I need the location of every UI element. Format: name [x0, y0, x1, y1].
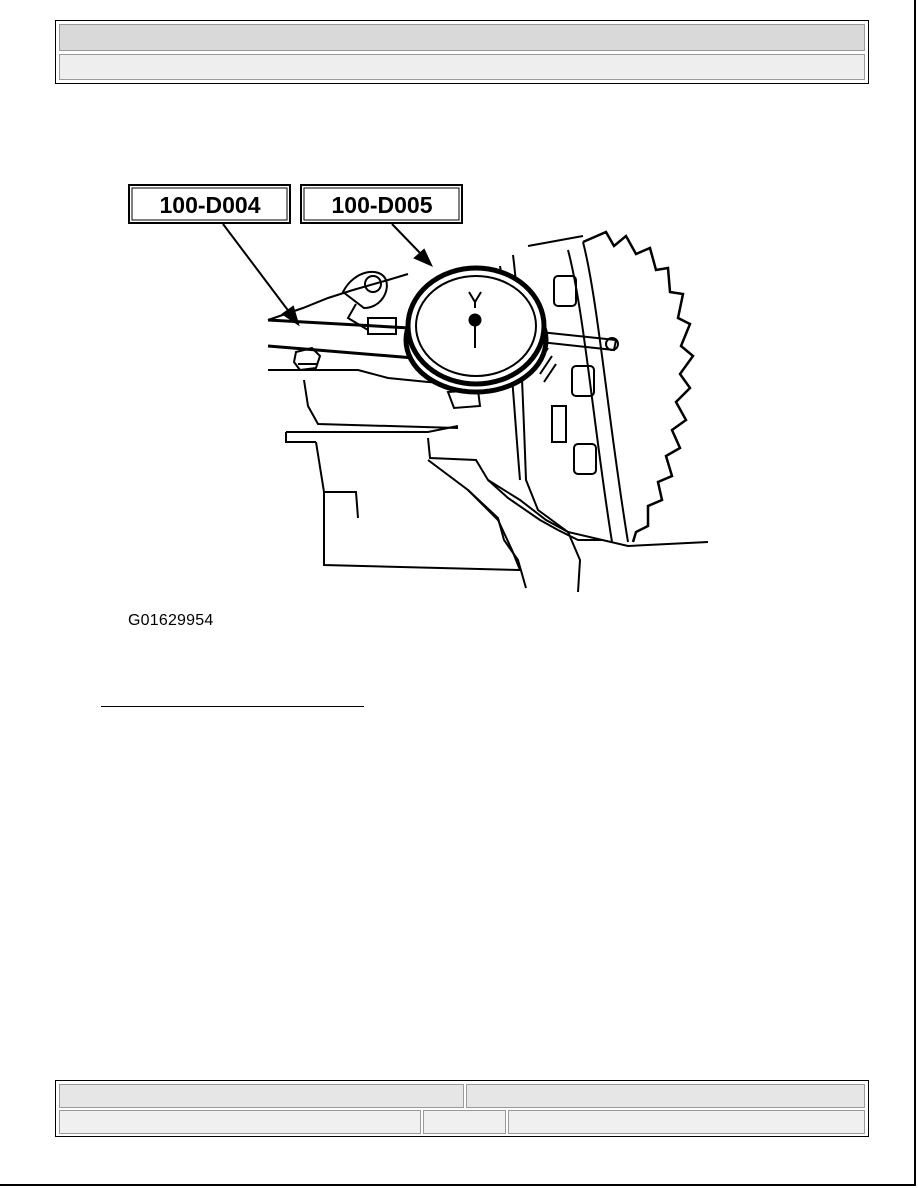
footer-left-bottom — [59, 1110, 421, 1134]
page-footer — [55, 1080, 869, 1137]
footer-right-top — [466, 1084, 865, 1108]
tool-label-2: 100-D005 — [300, 184, 463, 224]
separator-rule — [101, 706, 364, 707]
footer-right-bottom — [508, 1110, 865, 1134]
footer-left-top — [59, 1084, 464, 1108]
figure-caption: G01629954 — [128, 612, 214, 629]
footer-middle-bottom — [423, 1110, 506, 1134]
page-header — [55, 20, 869, 84]
tool-label-100-d004: 100-D004 — [159, 192, 260, 218]
technical-illustration: 100-D004 100-D005 — [128, 184, 709, 593]
leader-arrows — [222, 223, 434, 327]
tool-label-1: 100-D004 — [128, 184, 291, 224]
header-subtitle — [59, 54, 865, 80]
tool-label-100-d005: 100-D005 — [331, 192, 432, 218]
dial-indicator — [403, 265, 549, 395]
header-title — [59, 24, 865, 51]
